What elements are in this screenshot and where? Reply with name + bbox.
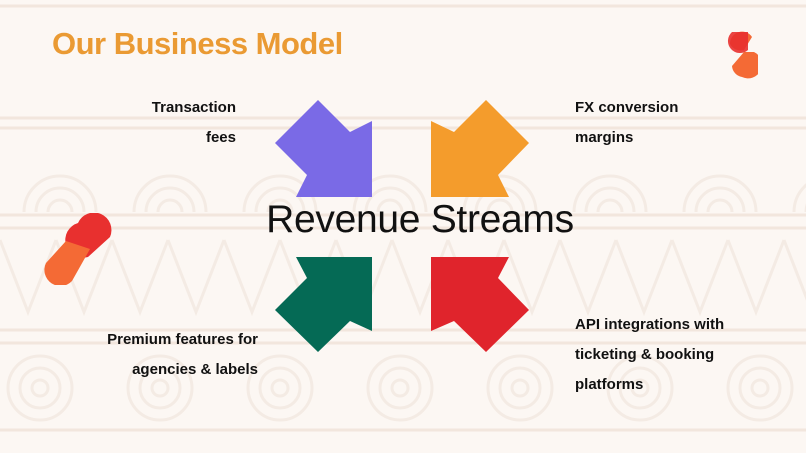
label-line: fees	[205, 129, 236, 146]
logo-mark-icon-left	[44, 213, 112, 285]
label-premium-features: Premium features for agencies & labels	[107, 325, 258, 385]
label-transaction-fees: Transaction fees	[152, 93, 236, 153]
label-line: Transaction	[151, 99, 236, 116]
arrow-icon-fx	[431, 100, 529, 197]
label-line: margins	[575, 129, 634, 146]
arrow-icon-premium	[275, 257, 372, 352]
label-api-integrations: API integrations with ticketing & bookin…	[575, 310, 724, 400]
arrow-icon-api	[431, 257, 529, 352]
arrow-icon-transaction	[275, 100, 372, 197]
label-line: platforms	[575, 376, 644, 393]
label-fx-margins: FX conversion margins	[575, 93, 678, 153]
center-label: Revenue Streams	[266, 198, 574, 241]
label-line: API integrations with	[575, 316, 725, 333]
label-line: Premium features for	[107, 331, 258, 348]
label-line: FX conversion	[575, 99, 679, 116]
logo-mark-icon-top	[727, 31, 758, 79]
label-line: ticketing & booking	[575, 346, 715, 363]
page-title: Our Business Model	[52, 26, 343, 61]
label-line: agencies & labels	[132, 361, 258, 378]
